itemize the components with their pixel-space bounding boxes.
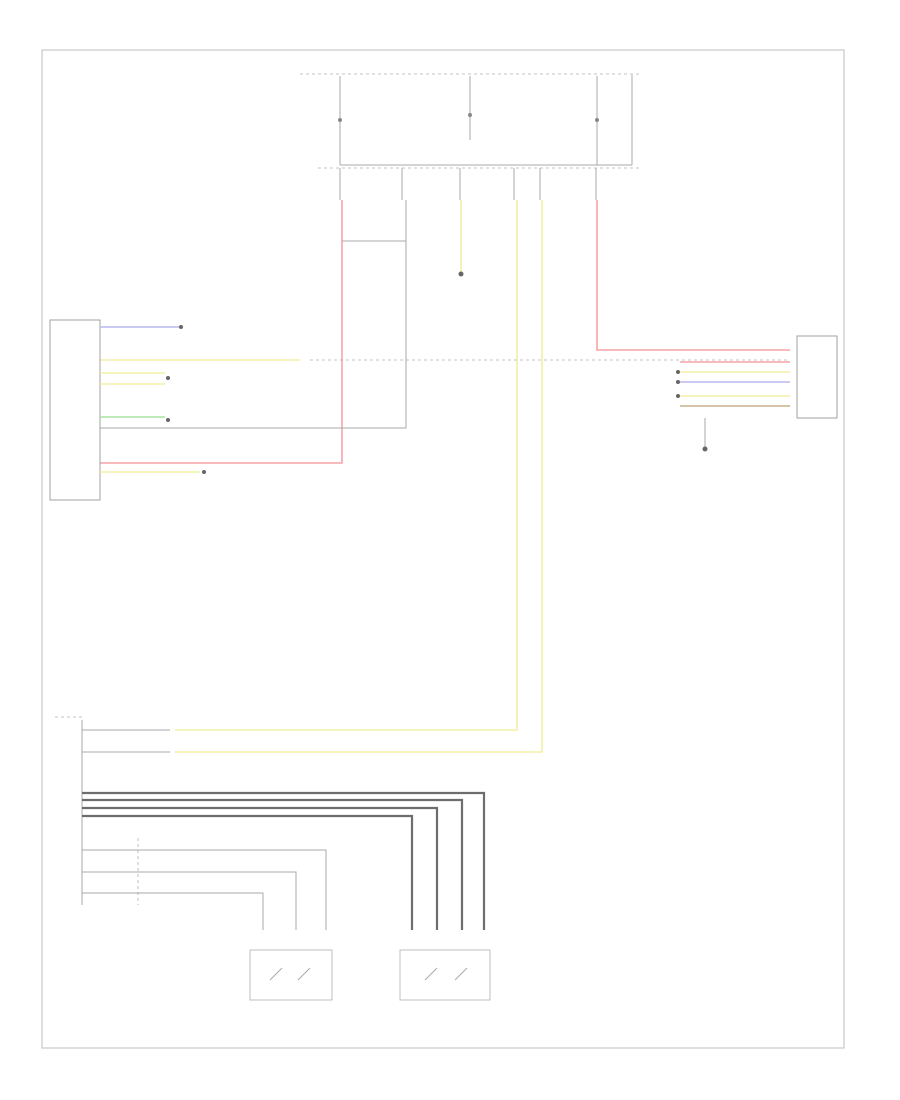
red-wire-tcm-power bbox=[100, 200, 343, 464]
left-switch-contact bbox=[297, 967, 311, 981]
tcm-pin-icon bbox=[166, 418, 170, 422]
gray-wire-paddle-3 bbox=[82, 892, 264, 930]
fuse-block-connector-row bbox=[339, 168, 597, 200]
tcm-body bbox=[49, 319, 101, 501]
fuse-2-icon bbox=[468, 113, 472, 117]
power-distribution-section bbox=[300, 73, 640, 169]
gray-wire-paddle-2 bbox=[82, 871, 297, 930]
red-wire-shift-selector bbox=[596, 200, 790, 351]
ground-icon-center bbox=[458, 271, 464, 277]
shift-pin-icon bbox=[676, 394, 680, 398]
yellow-wire-can-high bbox=[175, 200, 518, 731]
gray-wire-tcm bbox=[100, 200, 407, 429]
tcm-pin-icon bbox=[202, 470, 206, 474]
black-wire-1 bbox=[82, 791, 486, 930]
black-wire-2 bbox=[82, 798, 464, 930]
yellow-wire-can-low bbox=[175, 200, 543, 753]
black-wire-3 bbox=[82, 806, 439, 930]
shift-pin-icon bbox=[676, 380, 680, 384]
right-switch-contact bbox=[424, 967, 438, 981]
right-switch-contact bbox=[454, 967, 468, 981]
right-paddle-switch bbox=[399, 949, 491, 1001]
transmission-control-module bbox=[49, 319, 206, 501]
shift-selector-module bbox=[676, 335, 838, 452]
tcm-pin-icon bbox=[166, 376, 170, 380]
left-switch-contact bbox=[269, 967, 283, 981]
shift-pin-icon bbox=[676, 370, 680, 374]
black-wire-4 bbox=[82, 814, 414, 930]
tcm-pin-blue-icon bbox=[179, 325, 183, 329]
left-paddle-switch bbox=[249, 949, 333, 1001]
steering-module-section bbox=[55, 716, 491, 1001]
fuse-3-icon bbox=[595, 118, 599, 122]
diagram-frame bbox=[41, 49, 845, 1049]
ground-icon-right bbox=[702, 446, 708, 452]
fuse-1-icon bbox=[338, 118, 342, 122]
gray-wire-paddle-1 bbox=[82, 849, 327, 930]
shift-selector-body bbox=[796, 335, 838, 419]
